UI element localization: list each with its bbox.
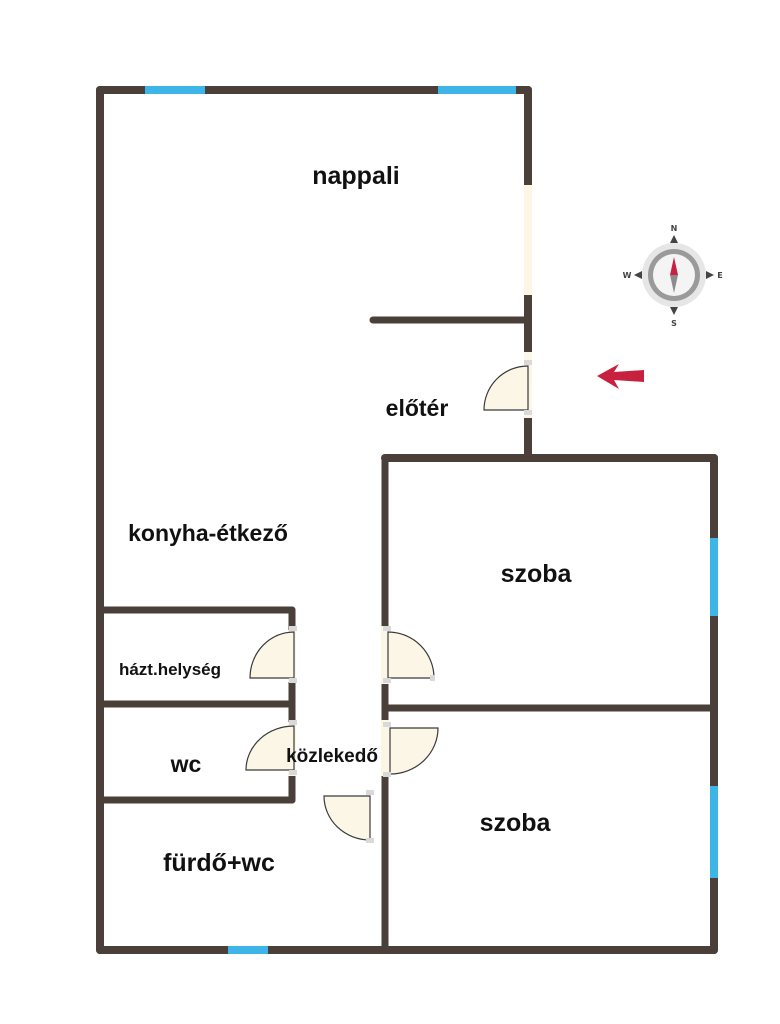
door-bedroom1 xyxy=(383,626,435,683)
openings xyxy=(288,185,532,776)
room-label-konyha: konyha-étkező xyxy=(128,520,288,546)
compass: N S E W xyxy=(623,224,723,328)
compass-label-s: S xyxy=(671,319,677,328)
room-label-wc: wc xyxy=(170,751,202,777)
room-label-szoba2: szoba xyxy=(480,809,552,837)
room-labels: nappali előtér konyha-étkező szoba házt.… xyxy=(119,162,573,877)
door-utility xyxy=(249,626,297,683)
compass-tick-n-icon xyxy=(670,235,678,243)
door-wc xyxy=(245,720,297,775)
room-label-haztart: házt.helység xyxy=(119,660,221,679)
compass-label-n: N xyxy=(671,224,678,233)
compass-needle-south-icon xyxy=(670,275,678,293)
door-bathroom xyxy=(323,790,374,843)
doors xyxy=(245,360,532,843)
compass-label-e: E xyxy=(717,271,722,280)
door-entrance xyxy=(483,360,532,415)
compass-needle-north-icon xyxy=(670,257,678,275)
door-bedroom2 xyxy=(383,722,439,777)
room-label-nappali: nappali xyxy=(312,162,400,190)
compass-tick-e-icon xyxy=(706,271,714,279)
entrance-arrow-icon xyxy=(597,364,644,389)
room-label-szoba1: szoba xyxy=(501,560,573,588)
compass-tick-s-icon xyxy=(670,307,678,315)
compass-label-w: W xyxy=(623,271,632,280)
windows xyxy=(145,86,718,954)
compass-tick-w-icon xyxy=(634,271,642,279)
room-label-eloter: előtér xyxy=(386,395,449,421)
room-label-furdo: fürdő+wc xyxy=(163,849,275,877)
room-label-kozlekedo: közlekedő xyxy=(286,746,378,767)
